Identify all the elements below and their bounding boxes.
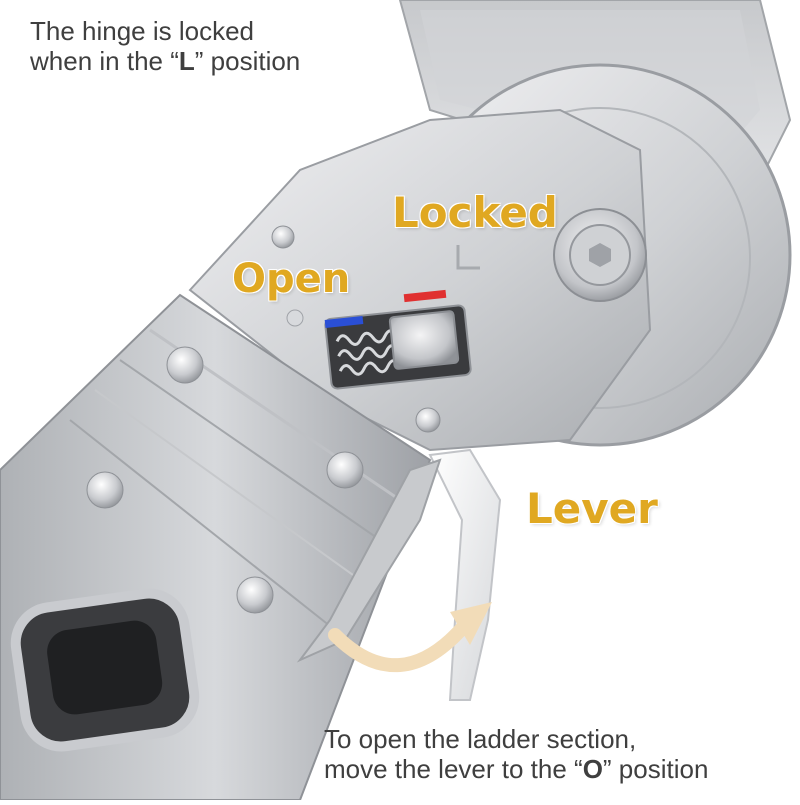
label-open: Open — [232, 256, 351, 302]
caption-top-line2-pre: when in the “ — [30, 46, 179, 76]
caption-open-instructions: To open the ladder section, move the lev… — [324, 724, 708, 784]
open-position-marker — [324, 316, 364, 328]
screw — [271, 225, 295, 249]
curved-arrow-icon — [328, 618, 472, 672]
caption-top-line1: The hinge is locked — [30, 16, 255, 46]
label-lever: Lever — [526, 484, 658, 533]
rivet — [236, 576, 274, 614]
caption-top-key: L — [178, 46, 195, 76]
hinge-plate — [188, 108, 652, 452]
screw — [415, 407, 441, 433]
curved-arrow-head — [450, 602, 492, 645]
rivet — [326, 451, 364, 489]
label-locked: Locked — [392, 188, 558, 237]
latch-block — [388, 310, 460, 370]
rivet — [166, 346, 204, 384]
latch-spring — [335, 329, 402, 376]
caption-bottom-line2-post: ” position — [602, 754, 709, 784]
screw — [286, 309, 304, 327]
caption-bottom-line2-pre: move the lever to the “ — [324, 754, 583, 784]
l-mark — [456, 245, 480, 270]
lever — [428, 448, 502, 701]
caption-bottom-line1: To open the ladder section, — [324, 724, 637, 754]
locked-position-marker — [403, 289, 447, 303]
caption-top-line2-post: ” position — [194, 46, 301, 76]
caption-hinge-locked: The hinge is locked when in the “L” posi… — [30, 16, 300, 76]
caption-bottom-key: O — [582, 754, 603, 784]
rivet — [86, 471, 124, 509]
